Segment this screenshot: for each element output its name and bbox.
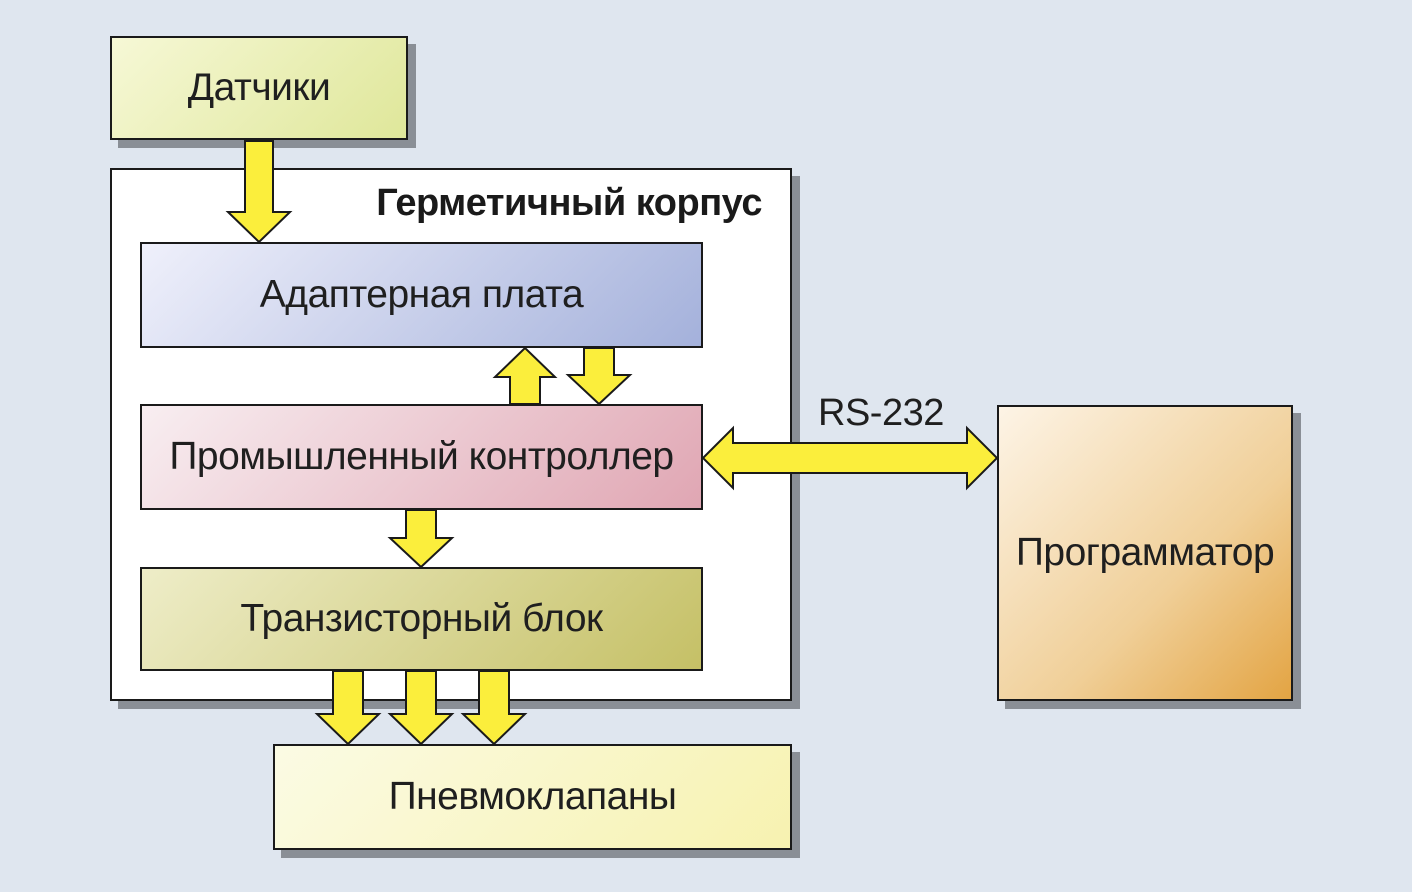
transistor-unit-label: Транзисторный блок xyxy=(240,597,603,640)
programmer-label: Программатор xyxy=(1015,531,1275,574)
sensors-block: Датчики xyxy=(110,36,408,140)
programmer-block: Программатор xyxy=(997,405,1293,701)
transistor-unit-block: Транзисторный блок xyxy=(140,567,703,671)
enclosure-title: Герметичный корпус xyxy=(376,182,762,224)
rs232-label: RS-232 xyxy=(818,392,944,434)
industrial-controller-label: Промышленный контроллер xyxy=(169,435,674,478)
adapter-board-label: Адаптерная плата xyxy=(259,273,584,316)
adapter-board-block: Адаптерная плата xyxy=(140,242,703,348)
industrial-controller-block: Промышленный контроллер xyxy=(140,404,703,510)
sensors-label: Датчики xyxy=(187,66,331,109)
pneumatic-valves-label: Пневмоклапаны xyxy=(388,775,677,818)
pneumatic-valves-block: Пневмоклапаны xyxy=(273,744,792,850)
